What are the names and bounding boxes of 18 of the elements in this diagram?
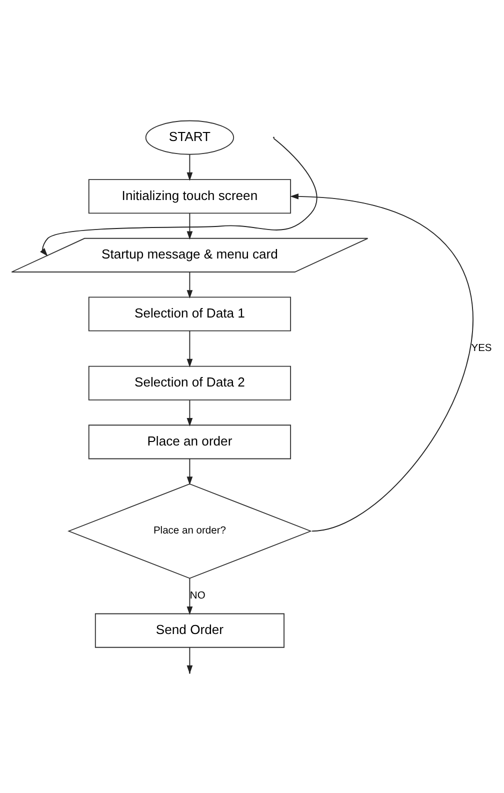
arrow [290,192,474,532]
node-box: Selection of Data 2 [88,365,292,400]
node-box: Send Order [94,612,284,648]
arrow [186,271,193,298]
node-box: Place an order [88,424,292,459]
node-ellipse: START [145,120,234,154]
node-diamond: Place an order? [68,482,312,578]
arrow [186,154,193,180]
node-box: Initializing touch screen [88,178,292,214]
edge-label: NO [190,590,206,602]
node-box: Selection of Data 1 [88,296,292,331]
arrow [186,578,193,614]
arrow [186,399,193,426]
arrow [186,458,193,485]
arrow [40,138,318,256]
arrow [186,212,193,240]
edge-label: YES [471,342,492,354]
arrow [186,330,193,367]
